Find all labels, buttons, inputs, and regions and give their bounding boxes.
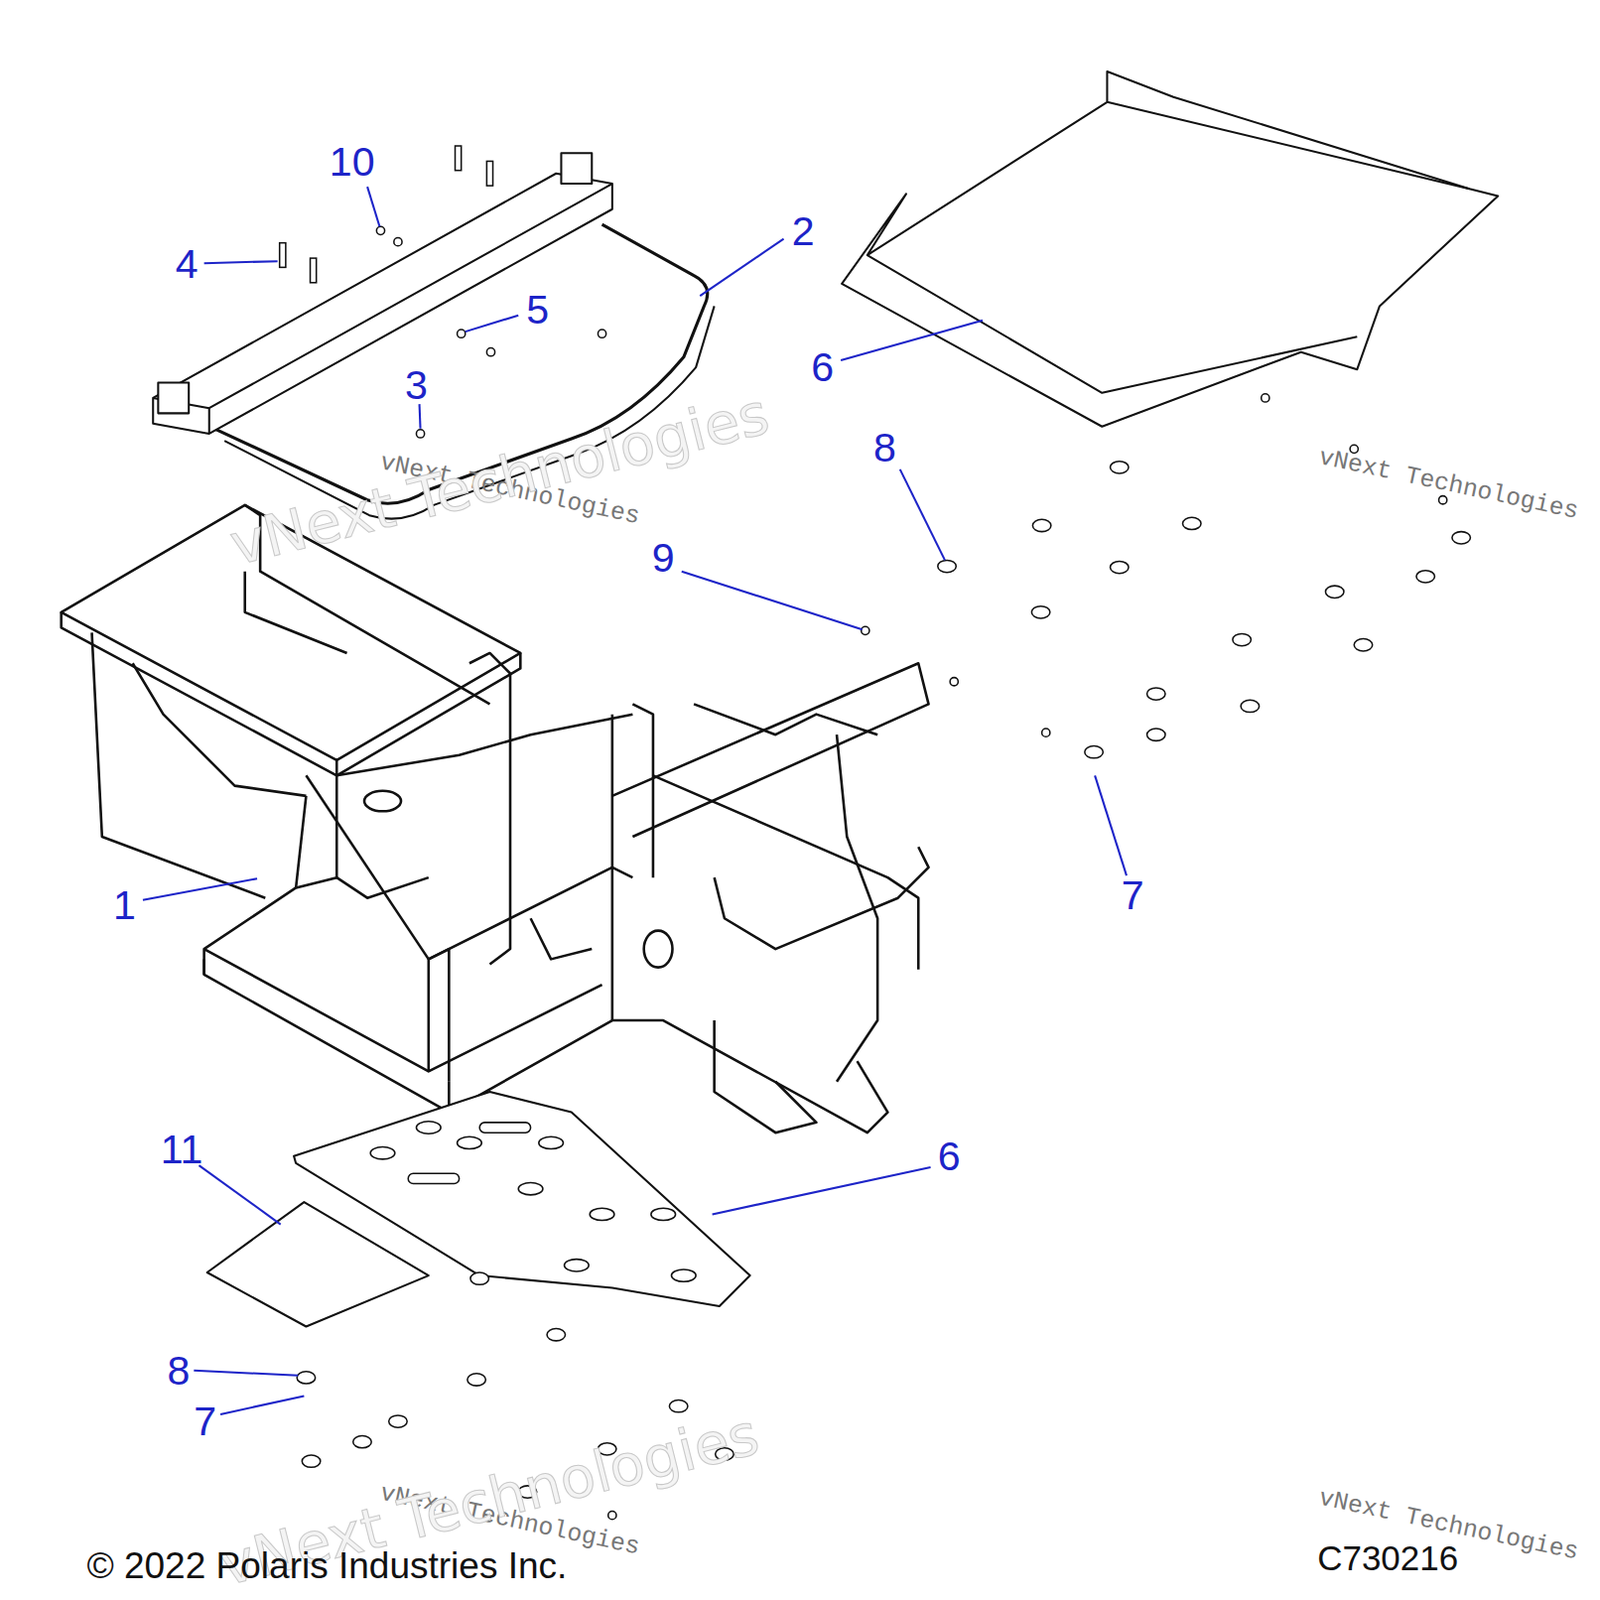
callout-number: 5 bbox=[526, 288, 549, 330]
callout-number: 8 bbox=[166, 1349, 190, 1391]
watermark: vNext Technologies bbox=[1317, 445, 1582, 526]
fasteners bbox=[279, 145, 1471, 1520]
callout-number: 6 bbox=[937, 1135, 961, 1177]
callout-number: 3 bbox=[404, 364, 428, 405]
frame bbox=[61, 505, 930, 1133]
copyright-notice: © 2022 Polaris Industries Inc. bbox=[86, 1548, 567, 1586]
callout-number: 7 bbox=[193, 1401, 217, 1443]
callout-number: 11 bbox=[160, 1128, 204, 1170]
watermark: vNext Technologies bbox=[225, 385, 776, 574]
access-plate bbox=[207, 1201, 429, 1327]
callout-number: 2 bbox=[792, 210, 815, 252]
callout-number: 4 bbox=[175, 243, 199, 284]
callout-number: 7 bbox=[1121, 874, 1145, 916]
callout-number: 1 bbox=[113, 884, 136, 926]
callout-number: 8 bbox=[873, 426, 897, 468]
callout-number: 6 bbox=[810, 347, 834, 389]
callout-number: 9 bbox=[652, 536, 675, 578]
leader-lines bbox=[142, 186, 1127, 1415]
figure-code: C730216 bbox=[1317, 1540, 1459, 1576]
crossmember bbox=[152, 173, 613, 434]
skid-plate bbox=[841, 71, 1498, 427]
callout-number: 10 bbox=[329, 140, 376, 182]
